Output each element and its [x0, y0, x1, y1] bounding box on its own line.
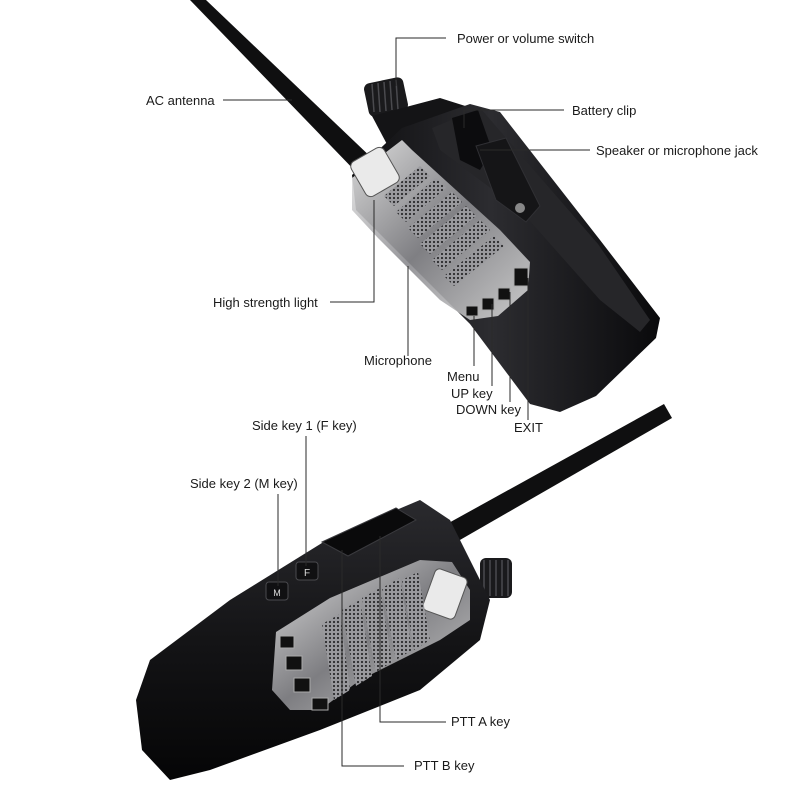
label-light: High strength light — [213, 295, 318, 310]
label-power-switch: Power or volume switch — [457, 31, 595, 46]
label-ptt-a: PTT A key — [451, 714, 511, 729]
bottom-light — [422, 568, 468, 620]
label-battery-clip: Battery clip — [572, 103, 637, 118]
speaker-jack — [475, 137, 541, 223]
top-front-keys — [465, 267, 529, 317]
label-side-key-1: Side key 1 (F key) — [252, 418, 357, 433]
side-key-f-glyph: F — [304, 568, 310, 579]
top-grille — [384, 166, 504, 286]
label-exit: EXIT — [514, 420, 543, 435]
light — [350, 146, 400, 198]
antenna-bottom — [436, 404, 672, 548]
side-key-m-glyph: M — [273, 588, 281, 598]
antenna-top — [190, 0, 376, 176]
bottom-front-keys — [279, 635, 329, 711]
leader-power — [395, 37, 446, 86]
leader-ptt-b — [341, 550, 404, 767]
label-ptt-b: PTT B key — [414, 758, 475, 773]
label-up-key: UP key — [451, 386, 493, 401]
leader-light — [330, 200, 375, 303]
label-microphone: Microphone — [364, 353, 432, 368]
label-side-key-2: Side key 2 (M key) — [190, 476, 298, 491]
label-antenna: AC antenna — [146, 93, 215, 108]
leader-ptt-a — [379, 536, 446, 723]
label-down-key: DOWN key — [456, 402, 521, 417]
leader-lines — [223, 37, 590, 767]
bottom-radio: F M — [136, 404, 672, 780]
top-radio — [190, 0, 660, 412]
leader-battery-clip — [463, 109, 564, 128]
bottom-grille — [322, 572, 430, 700]
label-speaker-jack: Speaker or microphone jack — [596, 143, 758, 158]
label-menu: Menu — [447, 369, 480, 384]
side-key-f — [295, 561, 319, 581]
power-knob — [364, 77, 408, 117]
side-key-m — [265, 581, 289, 601]
bottom-knob — [480, 558, 512, 598]
